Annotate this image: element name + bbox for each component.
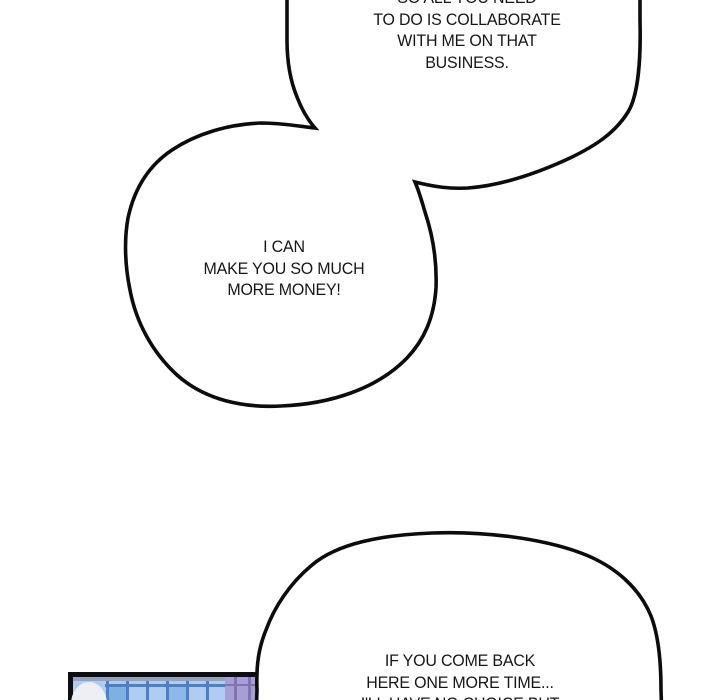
speech-line: IF YOU COME BACK [384, 651, 536, 670]
speech-line: MAKE YOU SO MUCH [203, 258, 365, 278]
speech-bubble-top-text: SO ALL YOU NEED TO DO IS COLLABORATE WIT… [326, 0, 608, 73]
speech-bubble-top-and-middle-outline [123, 0, 642, 409]
panel-purple-frames [225, 677, 259, 700]
panel-window-frames [105, 681, 225, 700]
speech-line: HERE ONE MORE TIME... [366, 672, 554, 692]
speech-line: I CAN [263, 237, 305, 256]
speech-line: MORE MONEY! [227, 280, 341, 299]
speech-bubble-middle-text: I CAN MAKE YOU SO MUCH MORE MONEY! [162, 236, 406, 301]
speech-line: BUSINESS. [425, 52, 509, 72]
panel-cloud-shape [71, 682, 107, 700]
speech-bubble-bottom-text: IF YOU COME BACK HERE ONE MORE TIME... I… [319, 650, 601, 700]
panel-purple-wall [225, 677, 259, 700]
speech-bubble-bottom-outline [254, 530, 664, 700]
speech-line: I'LL HAVE NO CHOICE BUT [319, 693, 601, 700]
panel-window-pane [169, 687, 186, 700]
comic-panel-preview [68, 672, 264, 700]
speech-line: WITH ME ON THAT [397, 31, 537, 50]
speech-line: TO DO IS COLLABORATE [373, 9, 561, 29]
speech-line: SO ALL YOU NEED [326, 0, 608, 9]
panel-window-pane [109, 687, 126, 700]
